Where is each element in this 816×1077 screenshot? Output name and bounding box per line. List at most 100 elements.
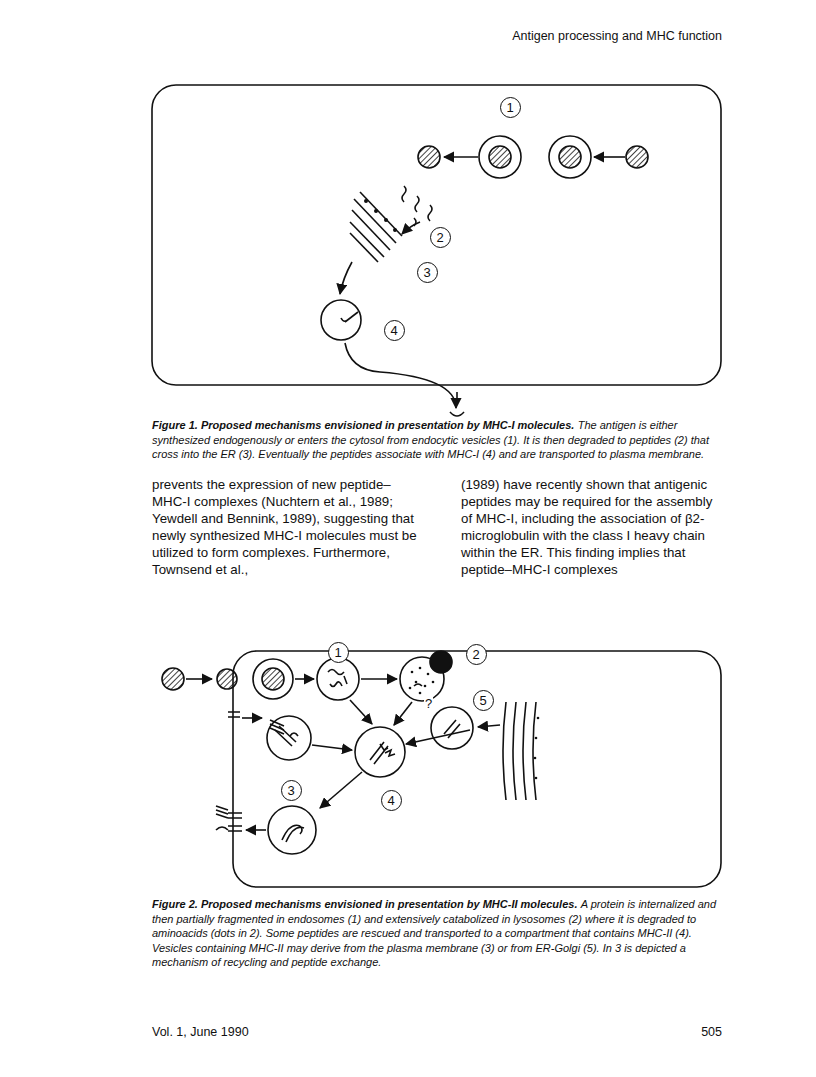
art-path xyxy=(320,772,362,808)
art-path xyxy=(312,745,352,750)
art-circle xyxy=(419,667,422,670)
footer-volume: Vol. 1, June 1990 xyxy=(152,1025,249,1039)
art-path xyxy=(330,682,342,687)
art-circle xyxy=(626,146,648,168)
art-path xyxy=(216,827,228,830)
art-path xyxy=(228,712,240,717)
art-path xyxy=(360,192,402,236)
caption-heading: Figure 1. Proposed mechanisms envisioned… xyxy=(152,419,574,431)
art-path xyxy=(344,676,347,684)
art-path xyxy=(350,700,372,724)
body-text: (1989) have recently shown that antigeni… xyxy=(461,476,723,578)
art-path xyxy=(340,262,352,294)
art-circle xyxy=(365,200,367,202)
text: Vol. 1, June 1990 xyxy=(152,1025,249,1039)
art-circle xyxy=(321,300,361,340)
text: 505 xyxy=(701,1025,722,1039)
art-path xyxy=(290,733,298,736)
art-path xyxy=(503,702,506,800)
art-circle xyxy=(431,707,473,749)
art-path xyxy=(402,222,420,234)
callout-circle: 1 xyxy=(500,97,521,118)
art-path xyxy=(228,826,242,831)
art-line xyxy=(295,678,314,680)
callout-circle: 1 xyxy=(328,642,349,663)
callout-number: 2 xyxy=(436,231,443,244)
art-line xyxy=(444,156,478,158)
page-number: 505 xyxy=(620,1025,722,1039)
art-circle xyxy=(537,717,540,720)
art-circle xyxy=(385,219,387,221)
callout-circle: 5 xyxy=(473,690,494,711)
callout-circle: 4 xyxy=(384,320,405,341)
body-text: prevents the expression of new peptide–M… xyxy=(152,476,424,578)
art-path xyxy=(533,702,536,800)
art-path xyxy=(282,825,304,842)
art-path xyxy=(345,343,456,408)
art-line xyxy=(456,392,458,402)
art-path xyxy=(513,702,516,800)
text: ? xyxy=(425,696,432,711)
art-circle xyxy=(419,692,422,695)
art-line xyxy=(186,678,212,680)
text: prevents the expression of new peptide–M… xyxy=(152,477,417,577)
art-path xyxy=(380,744,388,750)
art-circle xyxy=(549,136,591,178)
art-line xyxy=(361,678,397,680)
callout-number: 5 xyxy=(479,694,486,707)
art-g xyxy=(152,85,721,887)
art-line xyxy=(242,717,262,719)
art-line xyxy=(246,829,266,831)
art-path xyxy=(354,199,396,243)
art-rect xyxy=(152,85,721,385)
art-circle xyxy=(430,651,452,673)
art-g xyxy=(534,717,540,780)
art-path xyxy=(275,726,296,746)
callout-circle: 2 xyxy=(430,227,451,248)
art-path xyxy=(478,725,500,727)
art-circle xyxy=(432,681,435,684)
caption-heading: Figure 2. Proposed mechanisms envisioned… xyxy=(152,898,577,910)
art-circle xyxy=(559,146,581,168)
art-circle xyxy=(427,673,430,676)
art-path xyxy=(450,412,464,416)
art-circle xyxy=(262,668,284,690)
art-path xyxy=(394,702,412,725)
callout-number: 3 xyxy=(423,266,430,279)
art-path xyxy=(216,806,228,818)
callout-circle: 3 xyxy=(417,262,438,283)
art-circle xyxy=(253,659,293,699)
art-circle xyxy=(534,757,537,760)
art-circle xyxy=(267,716,311,760)
callout-circle: 3 xyxy=(281,780,302,801)
art-rect xyxy=(233,651,721,887)
art-path xyxy=(415,196,419,212)
art-circle xyxy=(268,806,316,854)
art-circle xyxy=(479,136,521,178)
callout-circle: 2 xyxy=(466,644,487,665)
art-path xyxy=(270,720,284,734)
callout-circle: 4 xyxy=(381,790,402,811)
art-circle xyxy=(317,658,359,700)
art-circle xyxy=(375,210,377,212)
callout-number: 1 xyxy=(506,101,513,114)
art-circle xyxy=(409,687,412,690)
figure-caption: Figure 2. Proposed mechanisms envisioned… xyxy=(152,897,722,970)
question-mark: ? xyxy=(424,696,433,711)
callout-number: 4 xyxy=(387,794,394,807)
art-circle xyxy=(424,685,427,688)
figure-caption: Figure 1. Proposed mechanisms envisioned… xyxy=(152,418,722,462)
running-header: Antigen processing and MHC function xyxy=(400,29,722,43)
art-path xyxy=(341,318,346,321)
text: Antigen processing and MHC function xyxy=(512,29,722,43)
art-circle xyxy=(535,777,538,780)
art-circle xyxy=(411,671,414,674)
art-circle xyxy=(394,229,396,231)
art-line xyxy=(594,156,625,158)
art-path xyxy=(428,205,432,221)
art-path xyxy=(414,684,422,686)
art-path xyxy=(328,670,344,675)
art-path xyxy=(300,826,302,834)
art-path xyxy=(402,186,406,202)
art-g xyxy=(409,667,435,695)
